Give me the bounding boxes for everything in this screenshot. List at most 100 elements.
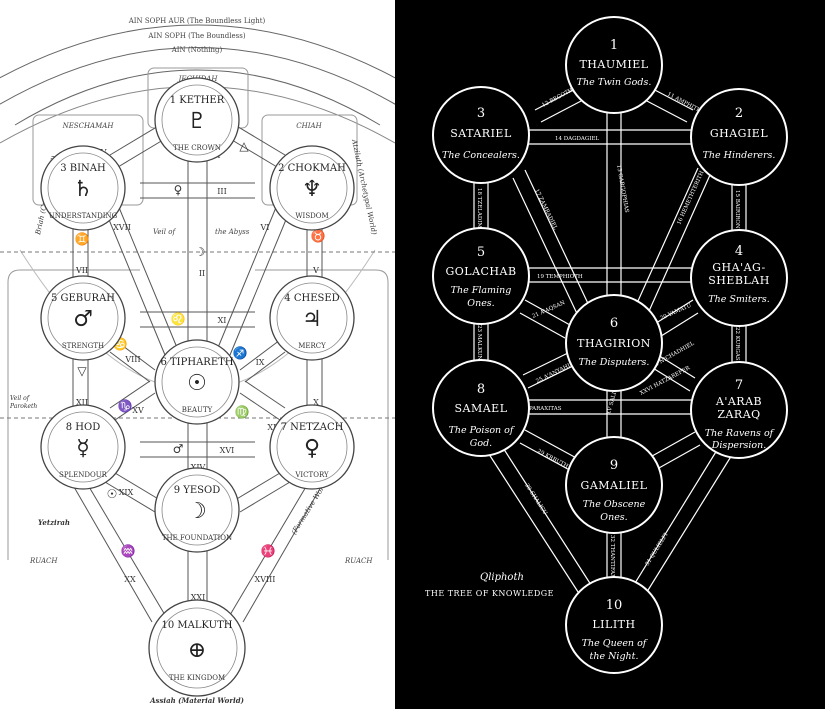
qlipha-title: The Concealers. [442, 150, 520, 161]
sephira-title: STRENGTH [62, 342, 104, 350]
qlipha-name: SATARIEL [450, 127, 512, 140]
qlipha-title: Ones. [600, 512, 627, 523]
sephira-hod: 8 HOD ☿ SPLENDOUR [40, 404, 126, 490]
qliphoth-panel: 14 DAGDAGIEL 13 GARGOPHIAS 12 BEGOTHIEL … [395, 0, 825, 709]
jupiter-icon: ♃ [302, 307, 322, 332]
qlipha-lilith: 10 LILITH The Queen of the Night. [565, 576, 663, 674]
qlipha-number: 2 [735, 106, 743, 121]
veil-abyss-label-1: Veil of [153, 228, 176, 236]
qlipha-title: Ones. [467, 298, 494, 309]
path-numeral: II [199, 269, 205, 278]
saturn-icon: ♄ [73, 177, 93, 202]
path-symbol: ♑ [118, 399, 133, 413]
venus-icon: ♀ [304, 436, 320, 461]
path-symbol: △ [239, 139, 249, 153]
path-symbol: ♉ [311, 229, 326, 243]
qlipha-number: 9 [610, 458, 618, 473]
qlipha-name: SAMAEL [454, 402, 507, 415]
sephira-name: 10 MALKUTH [162, 620, 233, 631]
sephira-malkuth: 10 MALKUTH ⊕ THE KINGDOM [148, 599, 246, 697]
veil-paroketh-label-1: Veil of [10, 395, 31, 402]
qlipha-title: The Disputers. [579, 357, 650, 368]
sephira-name: 4 CHESED [284, 293, 339, 304]
qlipha-number: 1 [610, 38, 618, 53]
sephira-name: 7 NETZACH [281, 422, 344, 433]
qlipha-name: GHAGIEL [710, 127, 768, 140]
path-numeral: XV [132, 406, 144, 415]
path-numeral: X [313, 398, 319, 407]
path-numeral: XX [124, 575, 136, 584]
tunnel-label: 32 THANTIFAXATH [609, 535, 615, 590]
sephira-name: 6 TIPHARETH [160, 357, 233, 368]
sephira-name: 9 YESOD [174, 485, 221, 496]
path-numeral: III [217, 187, 226, 196]
qlipha-name: GOLACHAB [445, 265, 516, 278]
qlipha-title: The Obscene [583, 499, 646, 510]
path-symbol: ♌ [171, 312, 186, 326]
qlipha-title: The Smiters. [708, 294, 770, 305]
sephira-title: BEAUTY [182, 406, 213, 414]
sephira-title: THE FOUNDATION [162, 534, 232, 542]
sephira-title: UNDERSTANDING [49, 212, 118, 220]
earth-icon: ⊕ [188, 638, 206, 663]
sephira-title: SPLENDOUR [59, 471, 108, 479]
sephira-title: WISDOM [295, 212, 328, 220]
qlipha-title: Dispersion. [711, 440, 767, 451]
qlipha-name: SHEBLAH [708, 274, 770, 287]
path-symbol: ♐ [233, 346, 248, 360]
tunnel-label: 19 TEMPHIOTH [537, 274, 583, 280]
qlipha-name: LILITH [592, 618, 635, 631]
tunnel-label: XVII PARAXITAS [515, 406, 562, 412]
tunnel-label: 14 DAGDAGIEL [555, 136, 599, 142]
path-symbol: ♍ [235, 405, 250, 419]
path-numeral: XXI [191, 593, 206, 602]
qlipha-number: 8 [477, 382, 485, 397]
qlipha-name: GHA'AG- [712, 261, 766, 274]
mars-icon: ♂ [73, 307, 93, 332]
veil-paroketh-label-2: Paroketh [9, 403, 37, 410]
path-symbol: ▽ [77, 364, 87, 378]
sephira-chesed: 4 CHESED ♃ MERCY [269, 275, 355, 361]
sephira-binah: 3 BINAH ♄ UNDERSTANDING [40, 145, 126, 231]
qlipha-title: The Poison of [449, 425, 515, 436]
tree-of-life-panel: AIN SOPH AUR (The Boundless Light) AIN S… [0, 0, 426, 709]
path-numeral: IX [256, 358, 265, 367]
qlipha-title: The Ravens of [705, 428, 775, 439]
sephira-yesod: 9 YESOD ☽ THE FOUNDATION [154, 467, 240, 553]
chiah-label: CHIAH [296, 122, 322, 130]
qlipha-title: The Queen of [582, 638, 648, 649]
qlipha-number: 4 [735, 244, 743, 259]
sephira-title: MERCY [298, 342, 326, 350]
qlipha-ghagiel: 2 GHAGIEL The Hinderers. [690, 88, 788, 186]
sephira-name: 8 HOD [66, 422, 100, 433]
sephira-tiphareth: 6 TIPHARETH ☉ BEAUTY [154, 339, 240, 425]
path-numeral: XI [218, 316, 227, 325]
qlipha-name: THAGIRION [577, 337, 651, 350]
sephira-geburah: 5 GEBURAH ♂ STRENGTH [40, 275, 126, 361]
assiah-label: Assiah (Material World) [149, 696, 244, 705]
qlipha-title: The Flaming [451, 285, 512, 296]
path-symbol: ♓ [261, 544, 276, 558]
sephira-name: 2 CHOKMAH [278, 163, 346, 174]
qlipha-title: the Night. [590, 651, 639, 662]
caption-title: Qliphoth [480, 572, 524, 583]
path-numeral: XVI [220, 446, 235, 455]
qlipha-number: 10 [606, 598, 623, 613]
qlipha-name: THAUMIEL [579, 58, 648, 71]
path-numeral: VI [260, 223, 270, 232]
sun-icon: ☉ [187, 371, 207, 396]
sephira-chokmah: 2 CHOKMAH ♆ WISDOM [269, 145, 355, 231]
path-symbol: ♊ [75, 232, 90, 246]
qlipha-number: 6 [610, 316, 618, 331]
neschamah-label: NESCHAMAH [62, 122, 115, 130]
path-symbol: ☽ [195, 245, 206, 259]
tunnel-label: 30 SHALICU [523, 483, 548, 517]
qlipha-title: The Twin Gods. [577, 77, 652, 88]
veil-abyss-label-2: the Abyss [215, 228, 250, 236]
tree-of-life-diagram: AIN SOPH AUR (The Boundless Light) AIN S… [0, 17, 426, 705]
qlipha-satariel: 3 SATARIEL The Concealers. [432, 86, 530, 184]
path-numeral: V [312, 266, 319, 275]
qlipha-thagirion: 6 THAGIRION The Disputers. [565, 294, 663, 392]
qlipha-gamaliel: 9 GAMALIEL The Obscene Ones. [565, 436, 663, 534]
